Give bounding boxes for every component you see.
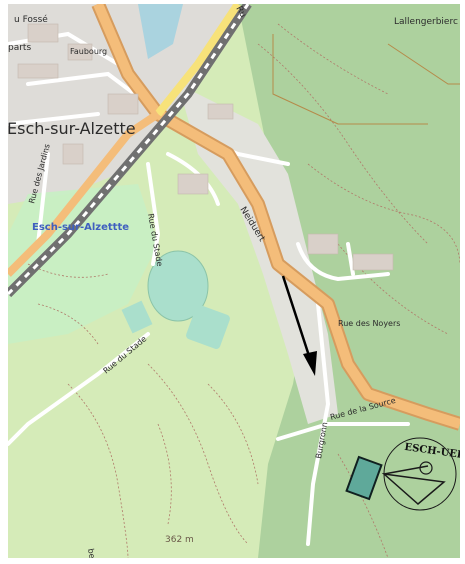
top-right-label: Lallengerbierc <box>394 17 458 27</box>
map-view[interactable]: Esch-sur-Alzette Esch-sur-Alzettte Lalle… <box>8 4 460 558</box>
industrial-area <box>178 84 338 424</box>
buildings <box>17 23 394 271</box>
boundary-lines <box>272 34 460 125</box>
stadium-pitch <box>147 250 209 322</box>
secondary-road <box>154 4 242 117</box>
rue-du-fosse-label: u Fossé <box>14 14 48 25</box>
water-body <box>138 4 183 59</box>
map-canvas[interactable]: Esch-sur-Alzette Esch-sur-Alzettte Lalle… <box>8 4 460 558</box>
berg-label: berg <box>86 548 98 558</box>
arrow-pointer-icon <box>303 351 317 376</box>
forest-area <box>238 4 460 558</box>
city-label: Esch-sur-Alzette <box>8 119 136 138</box>
park-area <box>8 184 158 344</box>
highlight-rectangle-icon <box>345 455 383 501</box>
tennis-court <box>121 300 153 334</box>
faubourg-label: Faubourg <box>70 47 107 56</box>
elevation-label: 362 m <box>165 535 194 545</box>
railway-dashes <box>8 4 250 296</box>
arrow-line <box>281 275 313 363</box>
parts-label: parts <box>8 43 31 53</box>
main-road-neiduert <box>93 4 460 429</box>
road-west <box>8 110 161 277</box>
rue-des-noyers-label: Rue des Noyers <box>338 319 400 328</box>
town-link-label[interactable]: Esch-sur-Alzettte <box>32 222 129 233</box>
sports-pitch <box>186 305 230 349</box>
